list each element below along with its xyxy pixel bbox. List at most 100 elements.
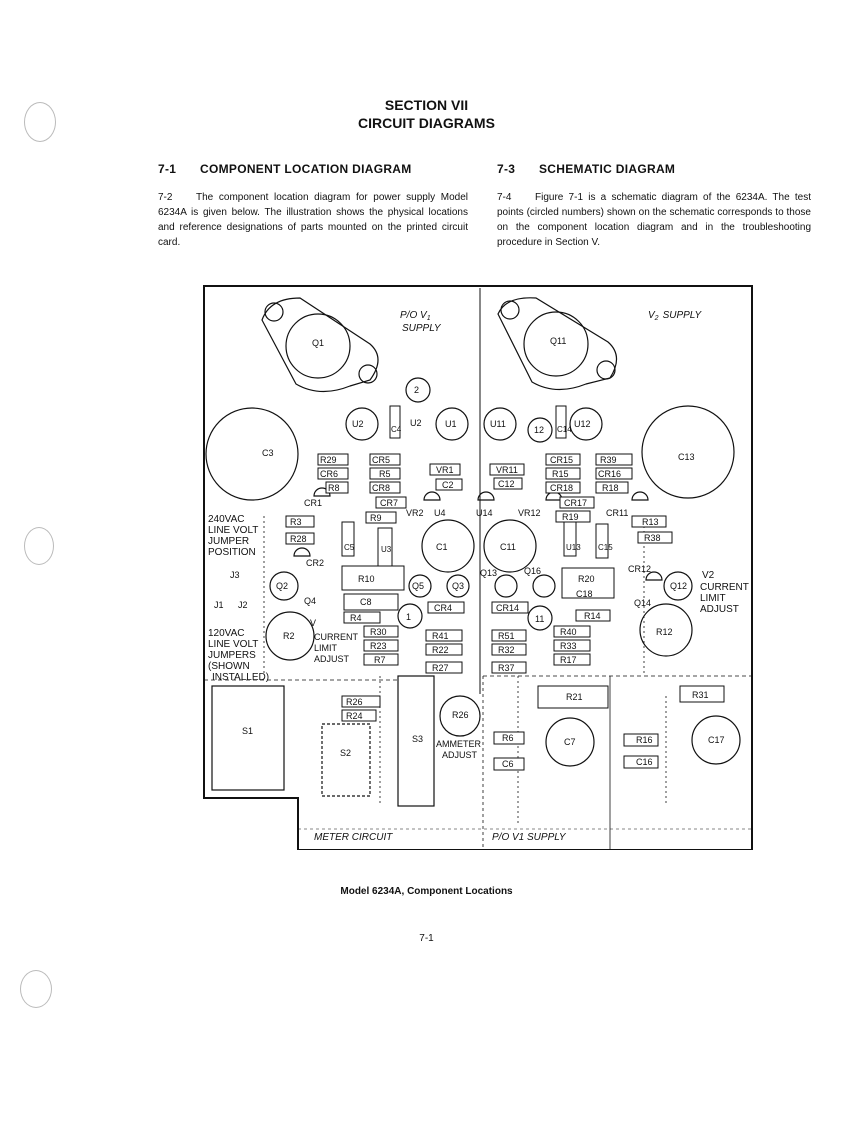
j3-label: J3 — [230, 570, 240, 580]
svg-text:R10: R10 — [358, 574, 375, 584]
q2-transistor — [269, 571, 299, 601]
svg-text:U1: U1 — [445, 419, 457, 429]
jumper120-line1: 120VAC — [208, 628, 245, 639]
svg-text:R33: R33 — [560, 641, 577, 651]
svg-text:Q16: Q16 — [524, 566, 541, 576]
test-point-12 — [527, 417, 553, 443]
current-limit-line2: LIMIT — [314, 643, 338, 653]
svg-text:Q2: Q2 — [276, 581, 288, 591]
q5-transistor — [408, 574, 432, 598]
svg-text:U2: U2 — [352, 419, 364, 429]
test-point-2 — [405, 377, 431, 403]
r26-potentiometer — [439, 695, 481, 737]
svg-text:Q12: Q12 — [670, 581, 687, 591]
svg-text:U4: U4 — [434, 508, 446, 518]
svg-text:VR12: VR12 — [518, 508, 541, 518]
figure-caption: Model 6234A, Component Locations — [340, 886, 513, 897]
s2-switch — [321, 723, 371, 797]
q1-mount-hole — [264, 302, 284, 322]
svg-text:R12: R12 — [656, 627, 673, 637]
s1-label: S1 — [242, 726, 253, 736]
svg-text:Q4: Q4 — [304, 596, 316, 606]
svg-text:R17: R17 — [560, 655, 577, 665]
svg-text:Q5: Q5 — [412, 581, 424, 591]
scan-hole-mark — [24, 102, 56, 142]
jumper240-line3: JUMPER — [208, 536, 249, 547]
right-heading-text: SCHEMATIC DIAGRAM — [539, 162, 676, 176]
svg-text:R29: R29 — [320, 455, 337, 465]
svg-text:R23: R23 — [370, 641, 387, 651]
transistor-small — [423, 491, 441, 501]
q12-transistor — [663, 571, 693, 601]
svg-text:R18: R18 — [602, 483, 619, 493]
svg-text:R5: R5 — [379, 469, 391, 479]
svg-text:R27: R27 — [432, 663, 449, 673]
svg-text:C3: C3 — [262, 448, 274, 458]
transistor-small — [477, 491, 495, 501]
section-heading: SECTION VII CIRCUIT DIAGRAMS — [0, 96, 853, 132]
q1-outline — [261, 297, 379, 393]
svg-text:C4: C4 — [391, 425, 402, 434]
svg-text:C8: C8 — [360, 597, 372, 607]
svg-text:Q1: Q1 — [312, 338, 324, 348]
c3-capacitor — [205, 407, 299, 501]
svg-text:C1: C1 — [436, 542, 448, 552]
svg-text:R2: R2 — [283, 631, 295, 641]
svg-text:CR8: CR8 — [372, 483, 390, 493]
transistor-small — [645, 571, 663, 581]
transistor-small — [313, 487, 331, 497]
jumper120-line2: LINE VOLT — [208, 639, 258, 650]
svg-text:Q3: Q3 — [452, 581, 464, 591]
q3-transistor — [446, 574, 470, 598]
scan-hole-mark — [20, 970, 52, 1008]
s3-switch — [397, 675, 435, 807]
j1-label: J1 — [214, 600, 224, 610]
svg-text:CR7: CR7 — [380, 498, 398, 508]
svg-text:C14: C14 — [557, 425, 572, 434]
left-paragraph-text: The component location diagram for power… — [158, 192, 468, 248]
svg-text:R4: R4 — [350, 613, 362, 623]
j2-label: J2 — [238, 600, 248, 610]
svg-text:R28: R28 — [290, 534, 307, 544]
svg-text:R14: R14 — [584, 611, 601, 621]
q11-mount-hole — [500, 300, 520, 320]
board-outline — [203, 285, 753, 850]
u14-region — [483, 519, 537, 573]
right-heading-number: 7-3 — [497, 162, 516, 176]
jumper240-line1: 240VAC — [208, 514, 245, 525]
svg-text:CR2: CR2 — [306, 558, 324, 568]
svg-text:R26: R26 — [452, 710, 469, 720]
jumper240-line4: POSITION — [208, 547, 256, 558]
svg-text:CR17: CR17 — [564, 498, 587, 508]
q1-mount-hole — [358, 364, 378, 384]
jumper120-line4: (SHOWN — [208, 661, 250, 672]
jumper240-line2: LINE VOLT — [208, 525, 258, 536]
s3-label: S3 — [412, 734, 423, 744]
svg-text:VR2: VR2 — [406, 508, 424, 518]
q16-transistor — [532, 574, 556, 598]
svg-text:CR11: CR11 — [606, 508, 628, 518]
s1-switch — [211, 685, 285, 791]
meter-circuit-label: METER CIRCUIT — [314, 832, 393, 843]
u11-ic — [483, 407, 517, 441]
current2-line1: CURRENT — [700, 582, 749, 593]
u2-ic — [345, 407, 379, 441]
svg-text:CR14: CR14 — [496, 603, 519, 613]
svg-text:CR4: CR4 — [434, 603, 452, 613]
current2-line3: ADJUST — [700, 604, 739, 615]
transistor-small — [293, 547, 311, 557]
svg-text:U13: U13 — [566, 543, 581, 552]
r2-potentiometer — [265, 611, 315, 661]
svg-text:R13: R13 — [642, 517, 659, 527]
right-paragraph-text: Figure 7-1 is a schematic diagram of the… — [497, 192, 811, 248]
svg-text:VR1: VR1 — [436, 465, 454, 475]
svg-text:R8: R8 — [328, 483, 340, 493]
svg-text:CR16: CR16 — [598, 469, 621, 479]
svg-text:U2: U2 — [410, 418, 422, 428]
svg-text:R40: R40 — [560, 627, 577, 637]
test-point-1 — [397, 603, 423, 629]
jumper120-line5: INSTALLED) — [212, 672, 269, 683]
svg-text:VR11: VR11 — [496, 465, 518, 475]
